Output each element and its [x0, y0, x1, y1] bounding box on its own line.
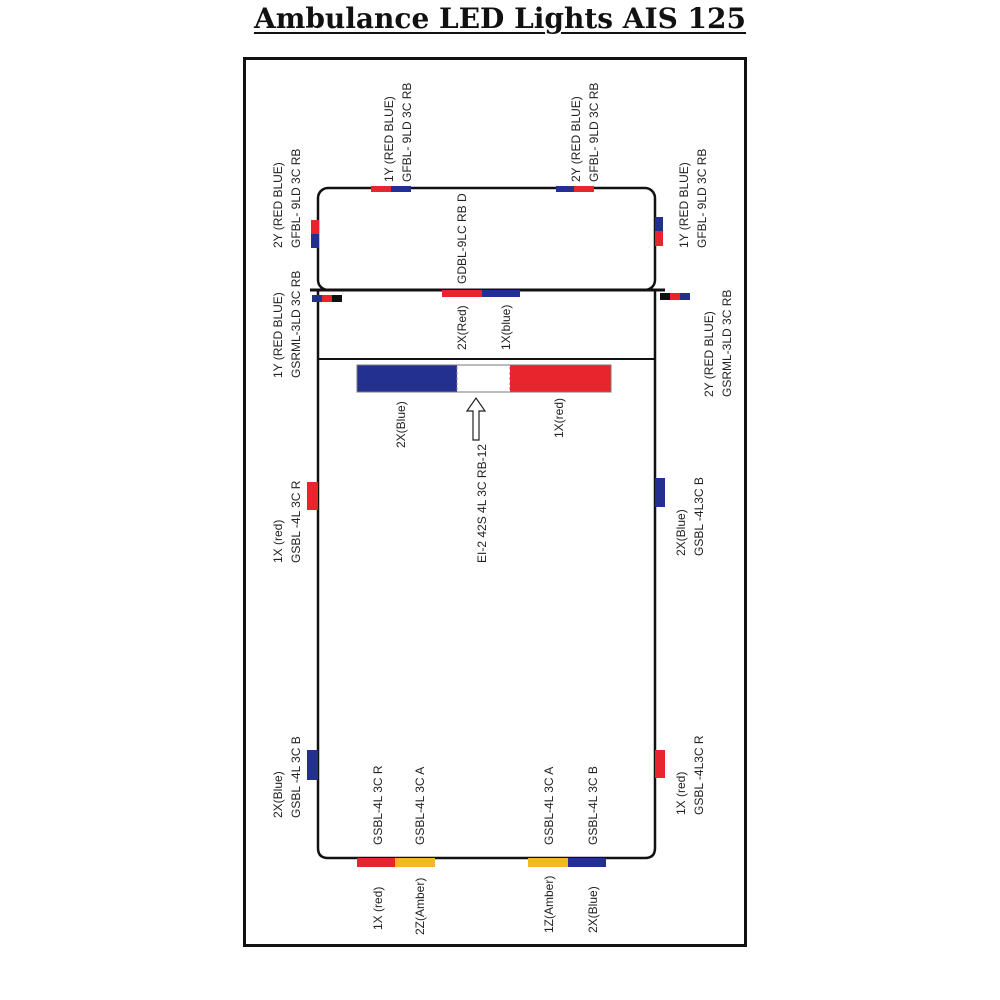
title-text: Ambulance LED Lights AIS 125 [253, 2, 747, 35]
label-top-left-code: GFBL- 9LD 3C RB [400, 83, 414, 182]
light-upper-right-blue [655, 217, 663, 231]
light-right-mid-blue [655, 478, 665, 507]
light-rear-1-red [357, 858, 395, 867]
diagram-frame [243, 57, 747, 947]
label-center-red-qty: 2X(Red) [455, 305, 469, 350]
lightbar-outline [356, 364, 612, 393]
label-top-left-qty: 1Y (RED BLUE) [382, 96, 396, 182]
light-upper-left-red [311, 220, 319, 234]
label-rear-4-code: GSBL-4L 3C B [586, 766, 600, 845]
light-top-left-red [371, 186, 391, 192]
label-rear-1-qty: 1X (red) [371, 887, 385, 930]
label-right-low-code: GSBL -4L3C R [692, 735, 706, 815]
label-top-right-qty: 2Y (RED BLUE) [569, 96, 583, 182]
light-right-low-red [655, 750, 665, 778]
vehicle-body-outline [316, 290, 657, 860]
label-left-marker-code: GSRML-3LD 3C RB [289, 271, 303, 378]
label-left-low-code: GSBL -4L 3C B [289, 736, 303, 818]
light-marker-left-blue [312, 295, 322, 302]
label-upper-right-code: GFBL- 9LD 3C RB [695, 149, 709, 248]
light-upper-right-red [655, 231, 663, 246]
label-center-blue-qty: 1X(blue) [499, 305, 513, 350]
label-rear-2-qty: 2Z(Amber) [413, 878, 427, 935]
light-rear-2-amber [395, 858, 435, 867]
light-marker-left-black [332, 295, 342, 302]
label-left-low-qty: 2X(Blue) [271, 771, 285, 818]
label-rear-2-code: GSBL-4L 3C A [413, 767, 427, 845]
light-rear-4-blue [568, 858, 606, 867]
label-upper-right-qty: 1Y (RED BLUE) [677, 162, 691, 248]
light-marker-right-blue [680, 293, 690, 300]
label-rear-3-qty: 1Z(Amber) [542, 876, 556, 933]
label-right-marker-qty: 2Y (RED BLUE) [702, 311, 716, 397]
lightbar-blue-section [357, 365, 457, 392]
page-title: Ambulance LED Lights AIS 125 [0, 0, 1000, 40]
light-rear-3-amber [528, 858, 568, 867]
label-top-right-code: GFBL- 9LD 3C RB [587, 83, 601, 182]
label-left-mid-code: GSBL -4L 3C R [289, 480, 303, 563]
label-lightbar-blue-qty: 2X(Blue) [394, 401, 408, 448]
lightbar-red-section [510, 365, 611, 392]
label-upper-left-code: GFBL- 9LD 3C RB [289, 149, 303, 248]
label-right-mid-qty: 2X(Blue) [674, 509, 688, 556]
light-marker-right-black [660, 293, 670, 300]
label-upper-left-qty: 2Y (RED BLUE) [271, 162, 285, 248]
lightbar-pointer-arrow [465, 396, 487, 441]
label-right-mid-code: GSBL -4L3C B [692, 477, 706, 556]
label-left-marker-qty: 1Y (RED BLUE) [271, 292, 285, 378]
label-right-low-qty: 1X (red) [674, 772, 688, 815]
label-right-marker-code: GSRML-3LD 3C RB [720, 290, 734, 397]
label-rear-1-code: GSBL-4L 3C R [371, 765, 385, 845]
light-left-mid-red [307, 482, 318, 510]
label-lightbar-red-qty: 1X(red) [552, 398, 566, 438]
light-upper-left-blue [311, 234, 319, 248]
light-top-left-blue [391, 186, 411, 192]
label-rear-4-qty: 2X(Blue) [586, 886, 600, 933]
label-rear-3-code: GSBL-4L 3C A [542, 767, 556, 845]
label-center-bar-code: GDBL-9LC RB D [455, 193, 469, 284]
lightbar-center-section [456, 364, 511, 393]
light-top-right-blue [556, 186, 574, 192]
light-top-right-red [574, 186, 594, 192]
label-left-mid-qty: 1X (red) [271, 520, 285, 563]
light-center-red [442, 290, 482, 297]
light-marker-right-red [670, 293, 680, 300]
light-marker-left-red [322, 295, 332, 302]
light-left-low-blue [307, 750, 318, 780]
vehicle-cab-outline [316, 186, 657, 292]
label-lightbar-code: EI-2 42S 4L 3C RB-12 [475, 444, 489, 563]
light-center-blue [482, 290, 520, 297]
